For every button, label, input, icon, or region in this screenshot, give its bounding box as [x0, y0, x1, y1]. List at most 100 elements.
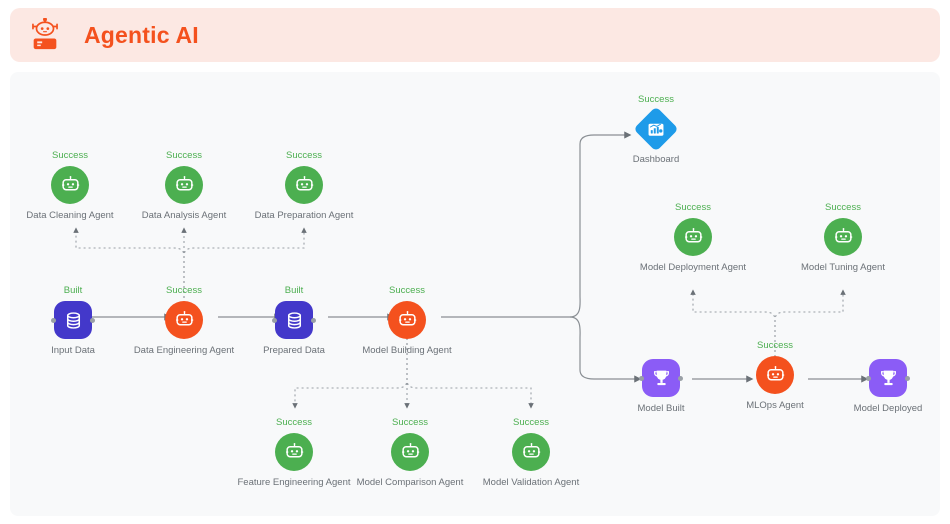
robot-icon — [522, 442, 540, 457]
node-shape-wrap — [596, 106, 716, 152]
database-icon — [287, 311, 301, 329]
node-data-preparation-agent[interactable]: Success Data Preparation Agent — [244, 150, 364, 222]
node-shape-circle[interactable] — [51, 166, 89, 204]
node-model-tuning-agent[interactable]: Success Model Tuning Agent — [783, 202, 903, 274]
node-shape-wrap — [828, 358, 940, 398]
chart-icon — [648, 122, 664, 136]
node-mlops-agent[interactable]: Success MLOps Agent — [715, 340, 835, 412]
port-left[interactable] — [639, 375, 644, 381]
node-shape-wrap — [471, 432, 591, 472]
node-shape-rounded[interactable] — [639, 359, 683, 397]
node-data-engineering-agent[interactable]: Success Data Engineering Agent — [124, 285, 244, 357]
edge-trunk-to-modelbuilt — [569, 316, 642, 383]
node-status: Success — [389, 285, 425, 296]
node-shape-circle[interactable] — [165, 166, 203, 204]
workflow-edges — [73, 131, 869, 409]
node-input-data[interactable]: Built Input Data — [13, 285, 133, 357]
edge-dataeng-to-cleaning — [73, 227, 185, 298]
node-status: Success — [757, 340, 793, 351]
port-left[interactable] — [51, 317, 56, 323]
node-status: Success — [638, 94, 674, 105]
node-status: Built — [63, 285, 83, 296]
node-model-building-agent[interactable]: Success Model Building Agent — [347, 285, 467, 357]
node-status: Success — [392, 417, 428, 428]
node-label: Data Cleaning Agent — [26, 210, 114, 221]
node-shape-wrap — [347, 300, 467, 340]
node-shape-circle[interactable] — [391, 433, 429, 471]
node-label: Model Built — [637, 403, 685, 414]
edge-modelbuild-to-feature — [292, 338, 408, 409]
node-shape-wrap — [13, 300, 133, 340]
node-dashboard[interactable]: Success Dashboard — [596, 94, 716, 166]
robot-icon — [834, 227, 852, 242]
port-right[interactable] — [678, 375, 683, 381]
port-left[interactable] — [272, 317, 277, 323]
node-model-validation-agent[interactable]: Success Model Validation Agent — [471, 417, 591, 489]
node-shape-rounded[interactable] — [272, 301, 316, 339]
node-shape-wrap — [633, 217, 753, 257]
node-feature-engineering-agent[interactable]: Success Feature Engineering Agent — [234, 417, 354, 489]
node-shape-rounded[interactable] — [866, 359, 910, 397]
node-status: Success — [276, 417, 312, 428]
node-label: Model Comparison Agent — [356, 477, 464, 488]
node-model-comparison-agent[interactable]: Success Model Comparison Agent — [350, 417, 470, 489]
node-prepared-data[interactable]: Built Prepared Data — [234, 285, 354, 357]
node-shape-wrap — [601, 358, 721, 398]
edge-trunk-to-dashboard — [569, 131, 632, 318]
database-icon — [66, 311, 80, 329]
node-label: Dashboard — [632, 154, 680, 165]
robot-icon — [398, 310, 416, 325]
node-shape-diamond[interactable] — [633, 106, 679, 152]
node-status: Success — [286, 150, 322, 161]
node-model-deployed[interactable]: Model Deployed — [828, 343, 940, 415]
node-label: Feature Engineering Agent — [237, 477, 351, 488]
node-status: Success — [513, 417, 549, 428]
robot-icon — [32, 18, 58, 50]
node-data-cleaning-agent[interactable]: Success Data Cleaning Agent — [10, 150, 130, 222]
node-status: Success — [166, 150, 202, 161]
node-label: Prepared Data — [263, 345, 325, 356]
port-right[interactable] — [90, 317, 95, 323]
node-shape-circle[interactable] — [824, 218, 862, 256]
node-label: Data Preparation Agent — [254, 210, 354, 221]
edge-mlops-to-tuning — [774, 289, 846, 357]
node-model-deployment-agent[interactable]: Success Model Deployment Agent — [633, 202, 753, 274]
node-status: Success — [825, 202, 861, 213]
node-shape-wrap — [715, 355, 835, 395]
page-title: Agentic AI — [84, 21, 199, 48]
node-shape-wrap — [124, 300, 244, 340]
robot-icon — [285, 442, 303, 457]
node-status: Success — [675, 202, 711, 213]
trophy-icon — [653, 370, 669, 385]
node-model-built[interactable]: Model Built — [601, 343, 721, 415]
node-label: Data Analysis Agent — [141, 210, 227, 221]
edge-modelbuild-to-validation — [406, 338, 534, 409]
node-label: Model Building Agent — [362, 345, 452, 356]
node-shape-wrap — [124, 165, 244, 205]
port-right[interactable] — [311, 317, 316, 323]
node-shape-circle[interactable] — [388, 301, 426, 339]
page-header: Agentic AI — [10, 8, 940, 62]
port-right[interactable] — [905, 375, 910, 381]
node-shape-wrap — [244, 165, 364, 205]
node-data-analysis-agent[interactable]: Success Data Analysis Agent — [124, 150, 244, 222]
robot-icon — [684, 227, 702, 242]
node-shape-circle[interactable] — [285, 166, 323, 204]
node-shape-wrap — [10, 165, 130, 205]
node-label: MLOps Agent — [746, 400, 804, 411]
node-shape-rounded[interactable] — [51, 301, 95, 339]
node-shape-wrap — [234, 300, 354, 340]
node-shape-circle[interactable] — [756, 356, 794, 394]
workflow-canvas[interactable]: Success Data Cleaning Agent Success — [10, 72, 940, 516]
node-shape-circle[interactable] — [165, 301, 203, 339]
robot-icon — [401, 442, 419, 457]
node-shape-circle[interactable] — [674, 218, 712, 256]
trophy-icon — [880, 370, 896, 385]
node-shape-wrap — [234, 432, 354, 472]
node-shape-wrap — [783, 217, 903, 257]
node-shape-circle[interactable] — [275, 433, 313, 471]
node-shape-circle[interactable] — [512, 433, 550, 471]
robot-icon — [175, 175, 193, 190]
port-left[interactable] — [866, 375, 871, 381]
